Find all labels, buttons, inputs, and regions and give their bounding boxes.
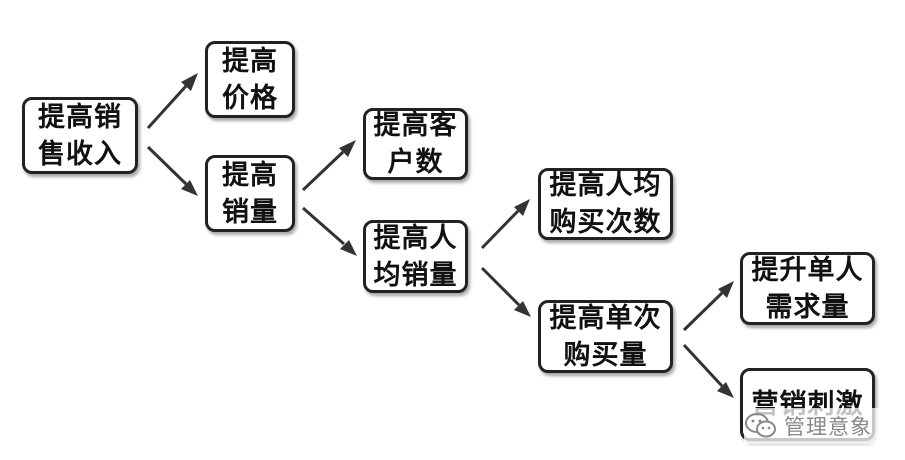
- watermark-text: 管理意象: [784, 415, 872, 439]
- arrow-per-purchase-to-demand: [682, 281, 734, 332]
- node-increase-per-purchase-volume: 提高单次 购买量: [538, 300, 673, 373]
- node-label: 提高人 均销量: [373, 222, 458, 291]
- node-label: 提高 价格: [222, 45, 278, 114]
- watermark: 管理意象: [744, 408, 894, 444]
- node-increase-purchase-frequency: 提高人均 购买次数: [538, 168, 673, 240]
- node-increase-customers: 提高客 户数: [363, 108, 468, 180]
- arrow-volume-to-customers: [301, 140, 356, 192]
- node-increase-volume: 提高 销量: [205, 155, 295, 232]
- node-label: 提高客 户数: [373, 110, 458, 178]
- arrow-per-purchase-to-promotion: [682, 343, 734, 398]
- node-increase-per-capita-volume: 提高人 均销量: [363, 220, 468, 293]
- arrow-volume-to-per-capita: [302, 206, 357, 256]
- node-label: 提高人均 购买次数: [549, 170, 662, 238]
- node-label: 提升单人 需求量: [751, 254, 864, 323]
- node-label: 提高 销量: [222, 159, 278, 228]
- arrow-root-to-price: [146, 73, 198, 130]
- node-increase-price: 提高 价格: [205, 41, 295, 118]
- node-label: 提高销 售收入: [38, 101, 122, 170]
- wechat-icon: [745, 413, 776, 438]
- arrow-per-capita-to-frequency: [480, 199, 530, 250]
- node-label: 提高单次 购买量: [549, 302, 662, 371]
- node-increase-revenue: 提高销 售收入: [22, 97, 138, 174]
- arrow-per-capita-to-per-purchase: [480, 266, 531, 317]
- arrow-root-to-volume: [146, 145, 198, 196]
- node-increase-individual-demand: 提升单人 需求量: [740, 252, 875, 325]
